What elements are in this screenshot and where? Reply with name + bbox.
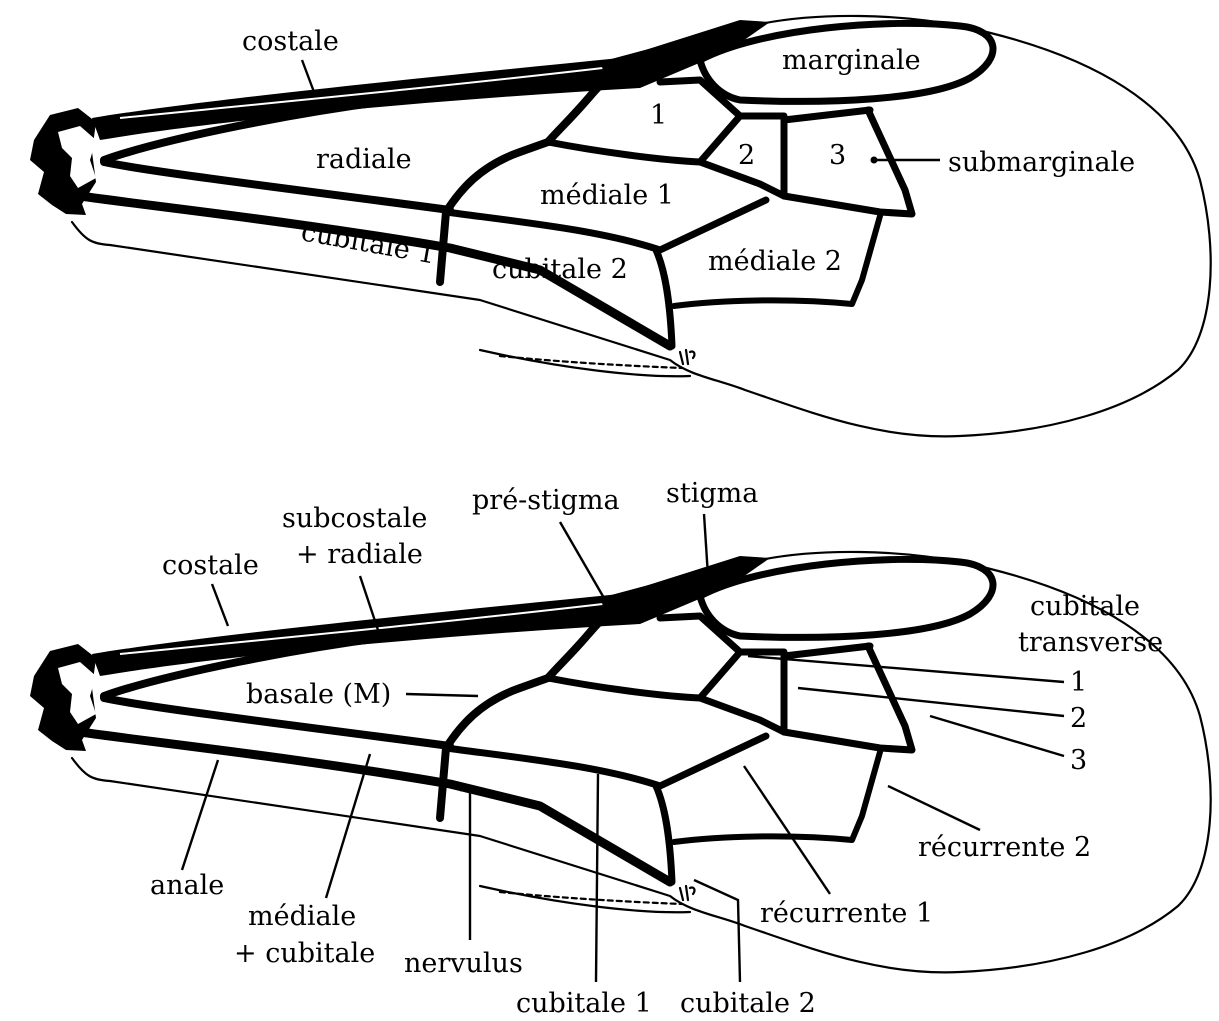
label-radiale: radiale xyxy=(316,144,412,175)
leader-num-3 xyxy=(930,716,1064,756)
label-num-2: 2 xyxy=(1070,703,1087,734)
label-cub-trans-l1: cubitale xyxy=(1030,591,1140,622)
basal-vein-lower xyxy=(446,678,548,748)
leader-mediale xyxy=(326,754,370,898)
label-cubitale2-lower: cubitale 2 xyxy=(680,988,816,1019)
leader-stigma xyxy=(704,514,708,576)
leader-basale xyxy=(406,694,478,696)
cubitale2-right-lower xyxy=(656,786,672,882)
label-sub1: 1 xyxy=(650,100,667,131)
label-sub2: 2 xyxy=(738,140,755,171)
label-costale-lower: costale xyxy=(162,550,259,581)
label-mediale-l1: médiale xyxy=(248,901,356,932)
leader-recurrente2 xyxy=(888,786,980,830)
mediale1-lower-lower xyxy=(446,736,766,786)
cubitale1-cross-lower xyxy=(440,748,446,818)
cubitale1-cross xyxy=(440,212,446,282)
label-sub3: 3 xyxy=(829,140,846,171)
basal-vein xyxy=(446,142,548,212)
label-cubitale2-upper: cubitale 2 xyxy=(492,254,628,285)
label-cub-trans-l2: transverse xyxy=(1018,627,1163,658)
label-costale-upper: costale xyxy=(242,26,339,57)
label-cubitale1-lower: cubitale 1 xyxy=(516,988,652,1019)
label-mediale-l2: + cubitale xyxy=(234,938,375,969)
leader-num-1 xyxy=(748,656,1064,682)
leader-nervulus xyxy=(460,790,470,940)
cubitus-vein-lower xyxy=(80,732,670,882)
label-recurrente2: récurrente 2 xyxy=(918,832,1091,863)
label-cubitale1-upper: cubitale 1 xyxy=(299,216,438,270)
hindwing-dashed xyxy=(500,356,682,368)
leader-costale-lower xyxy=(212,584,228,626)
label-anale: anale xyxy=(150,870,224,901)
cubitale2-right xyxy=(656,250,672,346)
leader-recurrente1 xyxy=(744,766,830,894)
label-submarginale: submarginale xyxy=(948,147,1135,178)
leader-prestigma xyxy=(560,522,604,598)
leader-costale-upper xyxy=(302,60,314,92)
label-num-3: 3 xyxy=(1070,745,1087,776)
sub1-cell-lower xyxy=(548,616,740,698)
label-subcostale-l1: subcostale xyxy=(282,503,427,534)
sub1-cell xyxy=(548,80,740,162)
hamuli-lower xyxy=(680,886,694,900)
label-mediale2: médiale 2 xyxy=(708,246,842,277)
leader-num-2 xyxy=(798,688,1064,716)
label-nervulus: nervulus xyxy=(404,948,523,979)
label-recurrente1: récurrente 1 xyxy=(760,898,933,929)
hamuli xyxy=(680,350,694,364)
leader-anale xyxy=(182,760,218,870)
label-subcostale-l2: + radiale xyxy=(296,539,423,570)
hindwing-dashed-lower xyxy=(500,892,682,904)
label-stigma: stigma xyxy=(666,478,758,509)
label-num-1: 1 xyxy=(1070,667,1087,698)
sub3-cell xyxy=(784,110,912,214)
label-mediale1: médiale 1 xyxy=(540,180,674,211)
label-marginale: marginale xyxy=(782,45,921,76)
upper-wing xyxy=(30,16,1211,436)
label-basale: basale (M) xyxy=(246,679,391,710)
leader-cubitale1 xyxy=(596,774,598,982)
lower-wing-labels: subcostale + radiale pré-stigma stigma c… xyxy=(150,478,1163,1019)
label-prestigma: pré-stigma xyxy=(472,485,620,516)
leader-cubitale2 xyxy=(694,880,740,982)
